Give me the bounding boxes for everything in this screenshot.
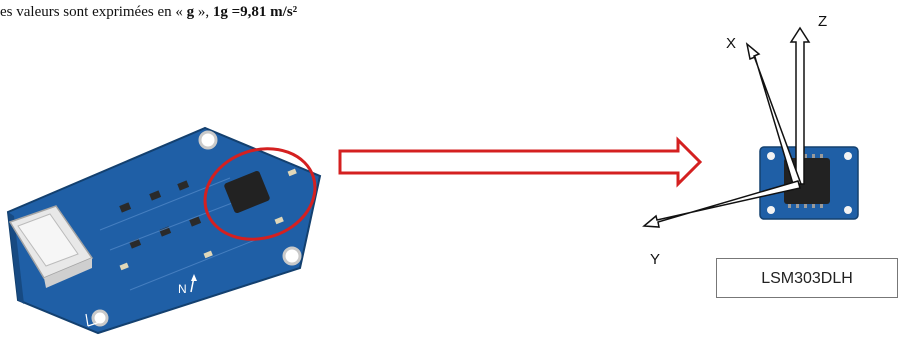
caption-conversion: 1g =9,81 m/s² xyxy=(212,4,298,20)
axis-arrows xyxy=(642,26,811,228)
sensor-board: N xyxy=(6,126,322,335)
y-axis-label: Y xyxy=(650,251,660,268)
mounting-hole xyxy=(282,246,302,266)
z-axis-label: Z xyxy=(818,13,827,30)
x-axis-arrow xyxy=(745,42,803,185)
y-axis-arrow xyxy=(642,180,801,228)
chip-highlight-ellipse xyxy=(203,147,317,241)
direction-arrow xyxy=(338,136,703,188)
zoomed-chip-module xyxy=(759,146,859,220)
grove-connector xyxy=(8,205,94,288)
accelerometer-chip xyxy=(224,170,270,214)
caption-prefix: es valeurs sont exprimées en « xyxy=(0,4,187,20)
caption-middle: », xyxy=(194,4,213,20)
mounting-hole xyxy=(198,130,218,150)
caption-unit: g xyxy=(186,4,195,20)
x-axis-label: X xyxy=(726,35,736,52)
caption-text: es valeurs sont exprimées en « g », 1g =… xyxy=(0,4,297,21)
mounting-hole xyxy=(91,309,109,327)
z-axis-arrow xyxy=(789,26,811,185)
chip-name-label: LSM303DLH xyxy=(716,258,898,298)
north-marker: N xyxy=(178,282,187,296)
